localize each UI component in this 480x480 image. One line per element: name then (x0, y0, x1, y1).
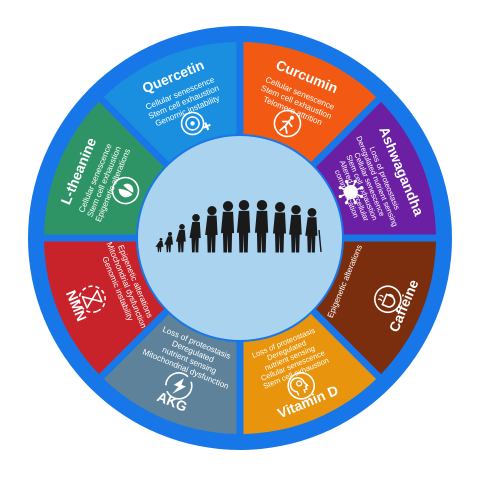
person-silhouette (205, 206, 218, 253)
target-plus-icon (180, 111, 211, 136)
segment-shape-caffeine (315, 241, 436, 375)
segment-shape-quercetin (103, 42, 237, 163)
segment-shape-akg (103, 313, 237, 434)
person-silhouette (164, 232, 173, 253)
lightning-cycle-icon (164, 372, 193, 400)
leaves-icon (111, 176, 140, 205)
person-silhouette (254, 200, 269, 253)
virus-icon (338, 179, 364, 205)
segment-shape-curcumin (243, 42, 377, 163)
segment-shape-nmn (44, 241, 165, 375)
person-silhouette (175, 224, 186, 253)
coffee-cup-icon (374, 285, 402, 314)
person-silhouette (273, 202, 286, 253)
person-silhouette (289, 205, 302, 253)
head-gear-icon (287, 372, 316, 400)
person-silhouette (305, 208, 322, 253)
hourglass-icon (78, 285, 106, 314)
walking-person-icon (273, 109, 302, 138)
segment-shape-l-theanine (44, 101, 165, 235)
segment-shape-vitamin-d (243, 313, 377, 434)
person-silhouette (236, 200, 251, 253)
person-silhouette (189, 214, 201, 253)
person-silhouette (155, 238, 164, 253)
human-aging-silhouettes-icon (155, 200, 322, 253)
person-silhouette (220, 201, 235, 253)
